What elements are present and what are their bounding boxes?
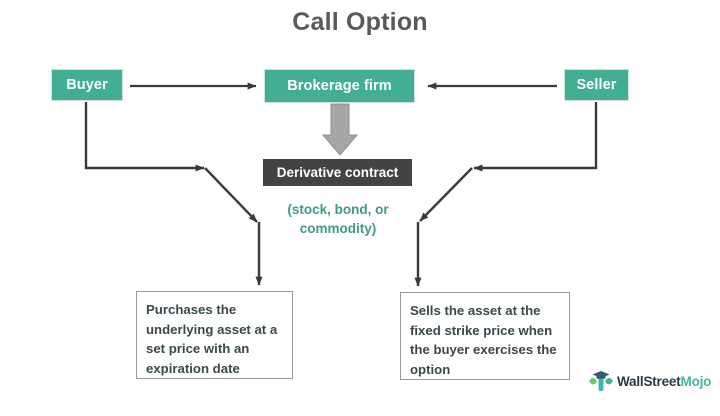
block-arrow-brokerage-to-derivative (321, 103, 359, 156)
node-seller[interactable]: Seller (565, 70, 628, 100)
logo-text-wallstreet: WallStreet (617, 373, 681, 389)
note-seller-action: Sells the asset at the fixed strike pric… (400, 292, 570, 380)
graduation-cap-icon (589, 371, 613, 391)
arrow-seller-branch (414, 102, 598, 287)
logo-text-mojo: Mojo (680, 373, 712, 389)
node-brokerage-firm[interactable]: Brokerage firm (265, 70, 414, 102)
arrow-buyer-branch (84, 102, 263, 286)
wallstreetmojo-logo: WallStreetMojo (588, 366, 713, 396)
asset-types-line-2: commodity) (299, 221, 377, 236)
page-title: Call Option (292, 8, 428, 36)
node-buyer[interactable]: Buyer (52, 70, 122, 100)
node-derivative-contract[interactable]: Derivative contract (263, 159, 412, 186)
asset-types-line-1: (stock, bond, or (287, 202, 389, 217)
asset-types-annotation: (stock, bond, or commodity) (262, 200, 414, 238)
note-buyer-action: Purchases the underlying asset at a set … (136, 291, 293, 379)
logo-wordmark: WallStreetMojo (617, 374, 711, 389)
